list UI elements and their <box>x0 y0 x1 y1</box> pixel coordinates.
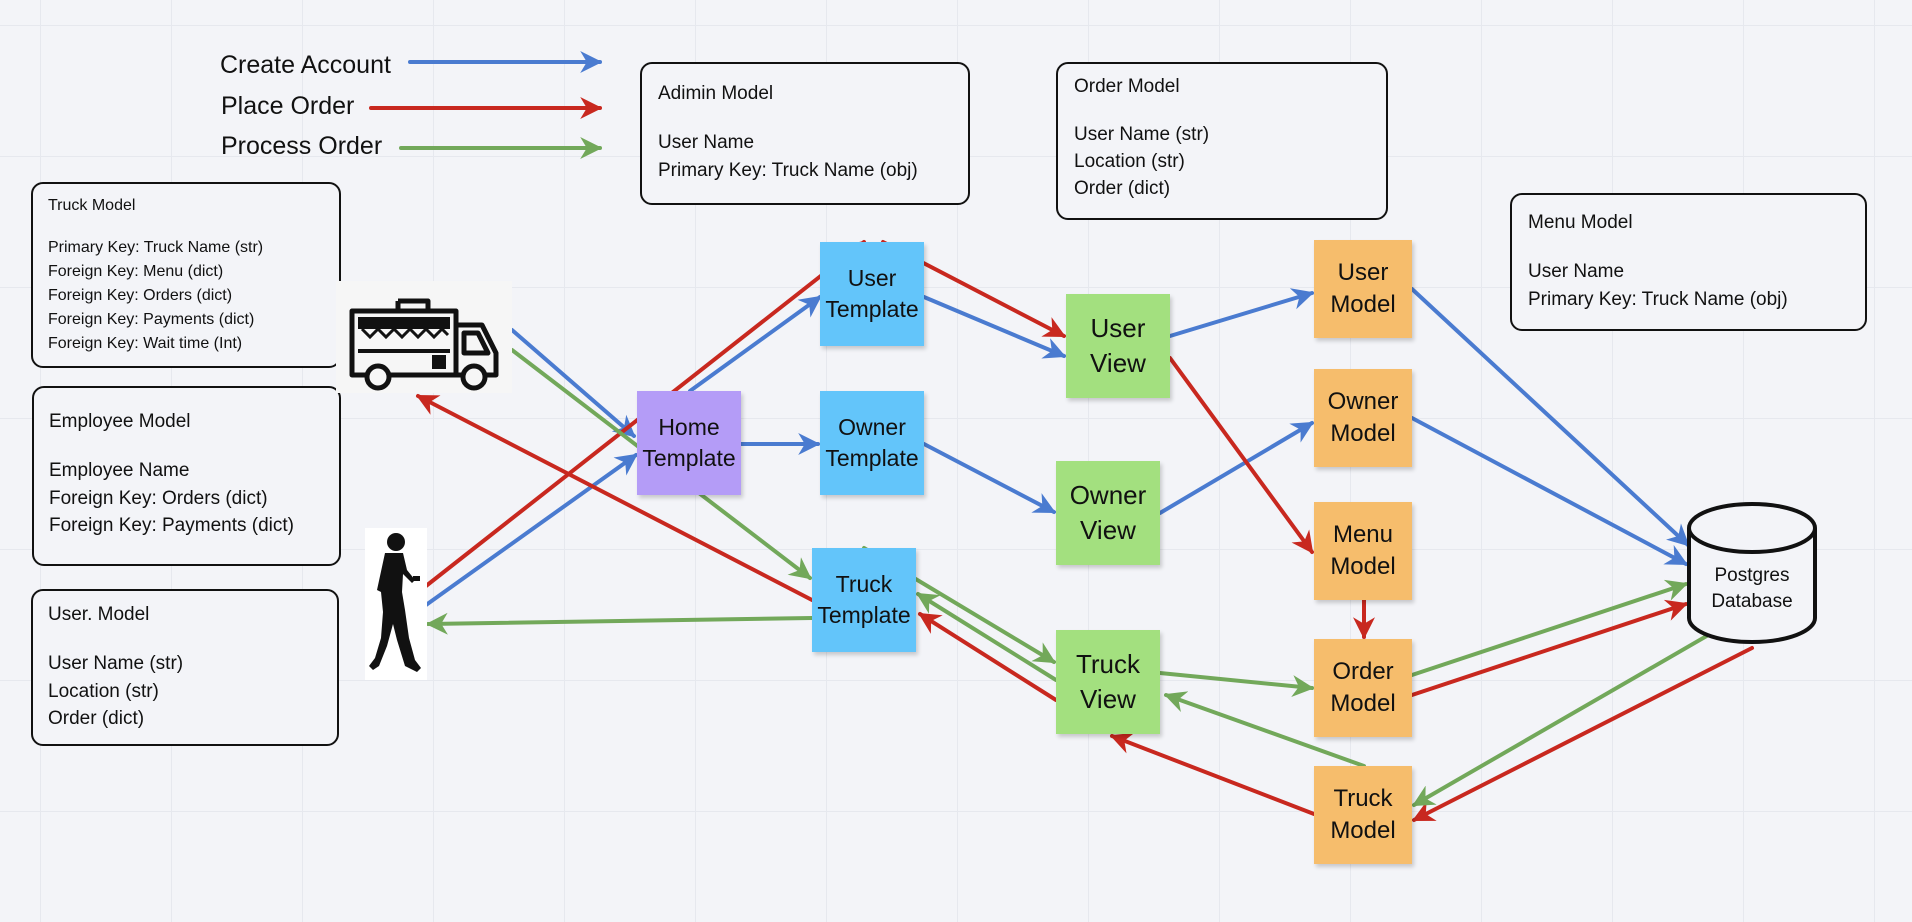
model-field-line: Order Model <box>1074 76 1180 97</box>
model-field-line <box>48 218 325 236</box>
user-view-to-menu-model-arrow <box>1168 356 1314 554</box>
model-field-line: User Name (str) <box>48 653 184 675</box>
truck-icon-to-home-arrow <box>510 328 636 438</box>
owner-view-node: Owner View <box>1056 461 1160 565</box>
owner-model-label: Owner Model <box>1327 387 1399 447</box>
order-model-to-db-arrow <box>1410 579 1689 677</box>
model-field-line: Foreign Key: Menu (dict) <box>48 263 224 281</box>
food-truck-icon <box>336 281 512 393</box>
truck-template-node: Truck Template <box>812 548 916 652</box>
menu-model-node: Menu Model <box>1314 502 1412 600</box>
menu-model-label: Menu Model <box>1330 520 1396 580</box>
legend-create-account-label: Create Account <box>220 51 391 79</box>
model-field-line: Menu Model <box>1528 212 1633 233</box>
truck-view-node: Truck View <box>1056 630 1160 734</box>
home-to-user-template-arrow <box>688 295 822 393</box>
truck-model-to-truck-view-arrow <box>1109 732 1316 816</box>
user-template-to-user-view-arrow <box>922 295 1067 359</box>
model-field-line: User Name <box>658 132 755 154</box>
truck-view-to-order-model-arrow <box>1158 671 1315 698</box>
model-field-line: Foreign Key: Orders (dict) <box>48 287 233 305</box>
user-view-label: User View <box>1090 312 1146 378</box>
user-model-label: User Model <box>1330 258 1396 318</box>
model-field-line: Primary Key: Truck Name (obj) <box>1528 288 1788 310</box>
model-field-line: Truck Model <box>48 197 136 214</box>
model-field-line: User. Model <box>48 604 150 625</box>
model-field-line: Location (str) <box>1074 151 1185 173</box>
model-field-line: Foreign Key: Wait time (Int) <box>48 335 243 353</box>
truck-template-to-person-arrow <box>425 612 814 635</box>
truck-view-to-truck-template-back-arrow <box>916 592 1058 682</box>
truck-view-to-truck-template-arrow <box>918 612 1058 702</box>
owner-model-node: Owner Model <box>1314 369 1412 467</box>
owner-template-label: Owner Template <box>825 413 919 471</box>
user-view-node: User View <box>1066 294 1170 398</box>
user-view-to-user-model-arrow <box>1168 288 1315 338</box>
database-label: Postgres Database <box>1711 565 1793 612</box>
user-template-node: User Template <box>820 242 924 346</box>
model-field-line <box>49 436 325 458</box>
model-field-line: Primary Key: Truck Name (str) <box>48 239 264 257</box>
order-model-node: Order Model <box>1314 639 1412 737</box>
model-field-line: Adimin Model <box>658 83 774 104</box>
model-field-line <box>658 108 954 130</box>
person-to-home-arrow <box>424 453 638 607</box>
model-field-line: Foreign Key: Orders (dict) <box>49 487 268 509</box>
home-template-node: Home Template <box>637 391 741 495</box>
db-to-truck-model-arrow <box>1412 646 1754 822</box>
model-field-line <box>48 629 323 651</box>
model-field-line: Foreign Key: Payments (dict) <box>49 515 294 537</box>
legend-place-order-label: Place Order <box>221 92 355 120</box>
model-field-line: Foreign Key: Payments (dict) <box>48 311 255 329</box>
database-cylinder-icon <box>1687 502 1817 644</box>
user-template-label: User Template <box>825 264 919 322</box>
truck-model-to-truck-view-arrow <box>1163 691 1366 768</box>
truck-view-label: Truck View <box>1075 648 1141 714</box>
owner-model-to-db-arrow <box>1410 416 1688 566</box>
truck-model-node: Truck Model <box>1314 766 1412 864</box>
order-model-to-db-arrow <box>1410 599 1689 697</box>
model-field-line: User Name (str) <box>1074 124 1210 146</box>
legend-process-order-label: Process Order <box>221 132 383 160</box>
model-field-line: Order (dict) <box>48 708 145 730</box>
model-field-line: Employee Model <box>49 411 191 432</box>
model-field-line <box>1528 237 1851 259</box>
truck-template-to-truck-icon-arrow <box>416 394 814 602</box>
owner-view-to-owner-model-arrow <box>1158 421 1314 515</box>
truck-model-label: Truck Model <box>1330 784 1396 844</box>
model-field-line: Employee Name <box>49 460 190 482</box>
order-model-label: Order Model <box>1330 657 1396 717</box>
owner-template-to-owner-view-arrow <box>922 442 1056 514</box>
user-model-to-db-arrow <box>1410 287 1690 547</box>
owner-template-node: Owner Template <box>820 391 924 495</box>
home-template-label: Home Template <box>642 413 736 471</box>
truck-template-label: Truck Template <box>817 570 911 628</box>
model-field-line: Location (str) <box>48 680 159 702</box>
model-field-line: User Name <box>1528 261 1625 283</box>
walking-person-icon <box>365 528 427 680</box>
model-field-line <box>1074 101 1372 123</box>
model-field-line: Order (dict) <box>1074 177 1171 199</box>
owner-view-label: Owner View <box>1069 479 1147 545</box>
user-model-node: User Model <box>1314 240 1412 338</box>
model-field-line: Primary Key: Truck Name (obj) <box>658 159 918 181</box>
